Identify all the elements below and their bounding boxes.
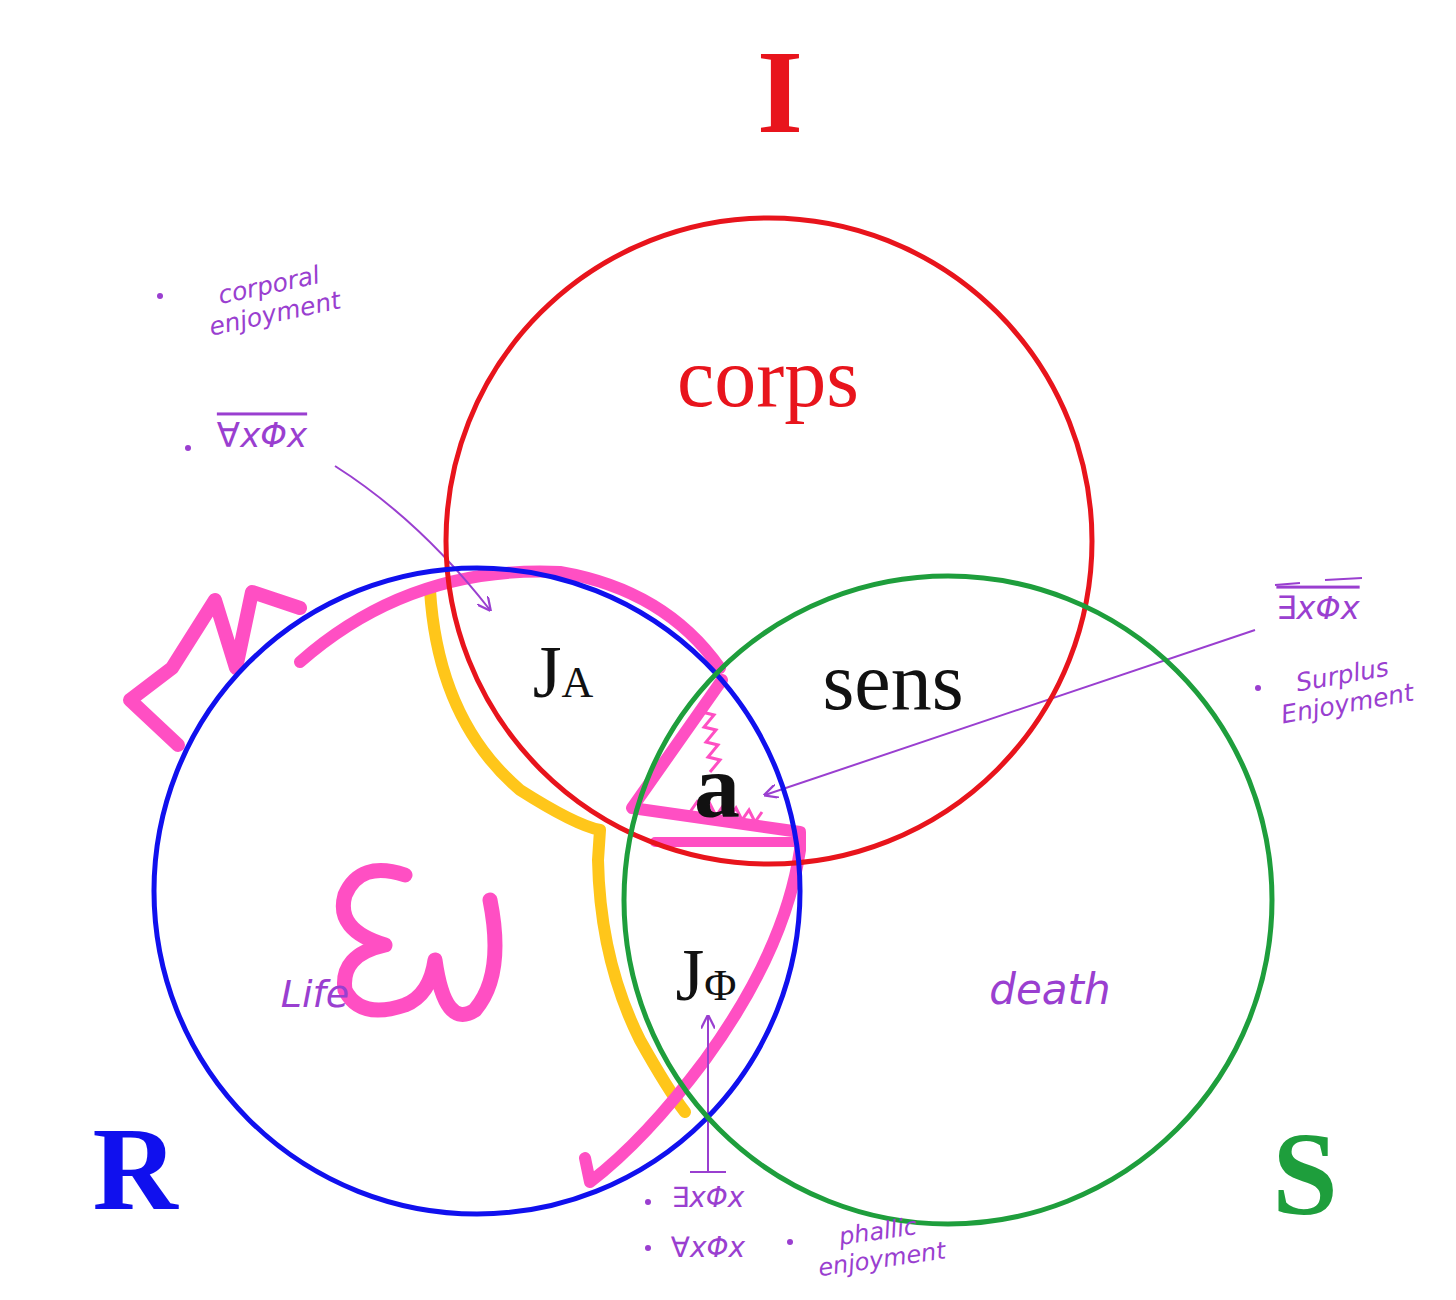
register-letter: S bbox=[1272, 1116, 1338, 1234]
pink-squiggle bbox=[343, 871, 495, 1015]
ring-circle: Icorps bbox=[443, 215, 1095, 867]
formula: ∀xΦx bbox=[671, 1232, 745, 1264]
yellow-stroke bbox=[430, 590, 685, 1112]
object-a: a bbox=[694, 740, 740, 832]
register-letter: R bbox=[92, 1111, 177, 1229]
handwritten-note: Surplus Enjoyment bbox=[1256, 647, 1433, 733]
handwritten-note: Life bbox=[281, 973, 350, 1017]
region-label: corps bbox=[677, 336, 859, 420]
pink-arc bbox=[300, 572, 720, 668]
leader-foot bbox=[690, 1171, 726, 1173]
ring-stroke bbox=[446, 218, 1092, 864]
pink-crown bbox=[130, 592, 300, 745]
handwritten-note: corporal enjoyment bbox=[173, 252, 371, 348]
handwritten-note: death bbox=[989, 966, 1110, 1014]
register-letter: I bbox=[757, 34, 803, 152]
handwritten-note: phallic enjoyment bbox=[797, 1208, 963, 1285]
ring-circle: RLife bbox=[151, 565, 803, 1217]
leader-arrow bbox=[707, 1016, 709, 1172]
ring-outline bbox=[443, 215, 1095, 867]
jouissance-label: JΦ bbox=[676, 938, 737, 1012]
pink-mouth-lower bbox=[655, 837, 800, 847]
leader-arrow bbox=[765, 630, 1255, 795]
ring-stroke bbox=[624, 576, 1272, 1224]
formula: ∀xΦx bbox=[217, 416, 307, 455]
overbar-stroke bbox=[1275, 578, 1362, 585]
formula: ∃xΦx bbox=[672, 1182, 745, 1214]
ring-stroke bbox=[154, 568, 800, 1214]
formula: ∃xΦx bbox=[1276, 590, 1359, 627]
bullet-dots bbox=[157, 293, 1261, 1251]
region-label: sens bbox=[822, 641, 963, 723]
ring-outline bbox=[151, 565, 803, 1217]
jouissance-label: JA bbox=[533, 635, 594, 709]
